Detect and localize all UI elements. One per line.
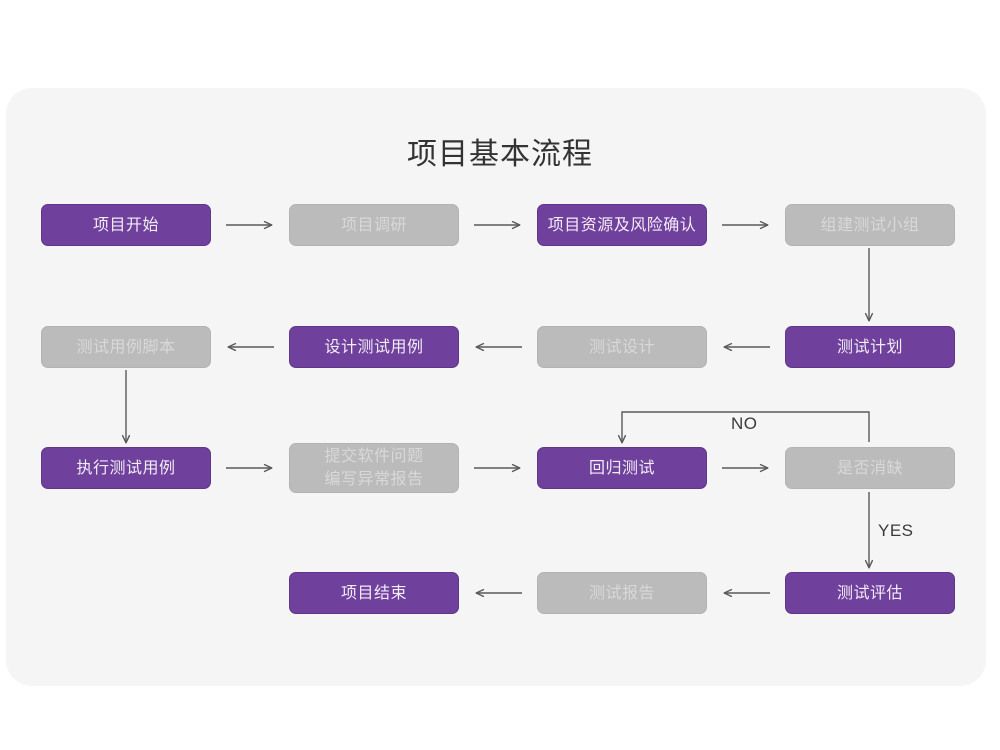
node-execute-test-case[interactable]: 执行测试用例 <box>41 447 211 489</box>
node-project-start[interactable]: 项目开始 <box>41 204 211 246</box>
node-test-evaluation[interactable]: 测试评估 <box>785 572 955 614</box>
edge-label-yes: YES <box>878 521 914 540</box>
node-design-test-case[interactable]: 设计测试用例 <box>289 326 459 368</box>
node-project-end[interactable]: 项目结束 <box>289 572 459 614</box>
edge-label-no: NO <box>731 414 758 433</box>
node-submit-bug-report[interactable]: 提交软件问题 编写异常报告 <box>289 443 459 493</box>
node-test-case-script[interactable]: 测试用例脚本 <box>41 326 211 368</box>
node-test-report[interactable]: 测试报告 <box>537 572 707 614</box>
node-test-plan[interactable]: 测试计划 <box>785 326 955 368</box>
node-project-research[interactable]: 项目调研 <box>289 204 459 246</box>
page-title: 项目基本流程 <box>407 138 593 171</box>
node-build-test-team[interactable]: 组建测试小组 <box>785 204 955 246</box>
node-resource-risk-confirm[interactable]: 项目资源及风险确认 <box>537 204 707 246</box>
node-test-design[interactable]: 测试设计 <box>537 326 707 368</box>
node-regression-test[interactable]: 回归测试 <box>537 447 707 489</box>
node-defect-cleared[interactable]: 是否消缺 <box>785 447 955 489</box>
